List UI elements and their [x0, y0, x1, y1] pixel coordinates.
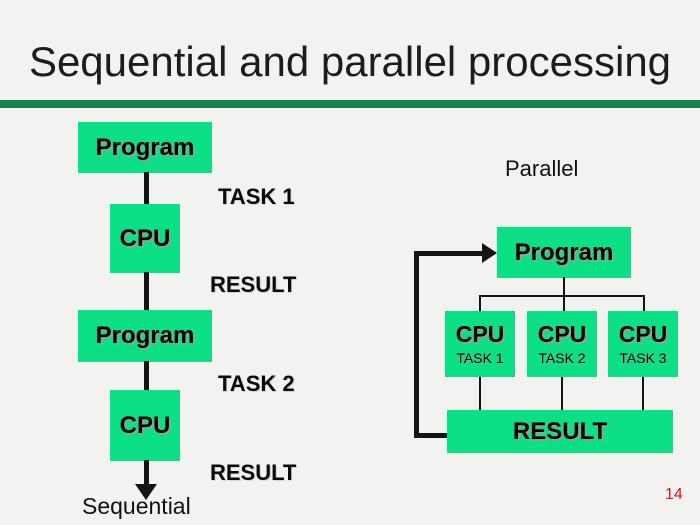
sequential-output-line — [144, 460, 149, 485]
sequential-task2-label: TASK 2 — [218, 371, 295, 396]
parallel-cpu-box-1-label: CPU — [455, 321, 505, 347]
sequential-task1-label: TASK 1 — [218, 184, 295, 209]
sequential-cpu-box-2-label: CPU — [119, 411, 171, 439]
parallel-cpu-box-2: CPU TASK 2 — [527, 311, 597, 377]
parallel-cpu2-result-line — [561, 377, 563, 410]
sequential-cpu-box-1: CPU — [110, 204, 180, 273]
sequential-result1-label: RESULT — [210, 272, 297, 297]
sequential-caption: Sequential — [82, 493, 191, 519]
parallel-result-box: RESULT — [447, 410, 673, 453]
parallel-branch-stub-1 — [479, 295, 481, 312]
parallel-cpu-box-3-label: CPU — [618, 321, 668, 347]
sequential-program-box-2-label: Program — [95, 322, 195, 349]
sequential-cpu-box-1-label: CPU — [119, 224, 171, 252]
sequential-connector-line-2 — [144, 272, 149, 312]
sequential-output-arrowhead-icon — [135, 484, 157, 500]
parallel-caption: Parallel — [505, 156, 579, 181]
sequential-result2-label: RESULT — [210, 460, 297, 485]
title-divider-line — [0, 99, 700, 108]
parallel-program-stem-line — [563, 277, 565, 296]
parallel-branch-horizontal-line — [479, 295, 645, 297]
parallel-program-box: Program — [497, 227, 631, 278]
parallel-cpu-box-3: CPU TASK 3 — [608, 311, 678, 377]
feedback-loop-bottom-line — [414, 433, 447, 438]
parallel-cpu-box-2-task-label: TASK 2 — [538, 350, 586, 366]
parallel-cpu-box-1: CPU TASK 1 — [445, 311, 515, 377]
sequential-connector-line-1 — [144, 172, 149, 205]
sequential-program-box-2: Program — [78, 310, 212, 362]
parallel-cpu-box-1-task-label: TASK 1 — [456, 350, 504, 366]
sequential-program-box-1: Program — [78, 122, 212, 173]
parallel-cpu1-result-line — [479, 377, 481, 410]
feedback-loop-arrowhead-icon — [482, 243, 497, 263]
sequential-cpu-box-2: CPU — [110, 390, 180, 461]
parallel-cpu3-result-line — [642, 377, 644, 410]
parallel-cpu-box-3-task-label: TASK 3 — [619, 350, 667, 366]
feedback-loop-vertical-line — [414, 251, 419, 438]
feedback-loop-top-line — [414, 251, 483, 256]
parallel-program-box-label: Program — [514, 238, 614, 266]
slide-title: Sequential and parallel processing — [28, 38, 672, 85]
parallel-result-box-label: RESULT — [512, 417, 608, 445]
sequential-program-box-1-label: Program — [95, 133, 195, 161]
parallel-branch-stub-2 — [563, 295, 565, 312]
sequential-connector-line-3 — [144, 361, 149, 392]
parallel-cpu-box-2-label: CPU — [537, 321, 587, 347]
parallel-branch-stub-3 — [643, 295, 645, 312]
page-number: 14 — [665, 486, 683, 503]
